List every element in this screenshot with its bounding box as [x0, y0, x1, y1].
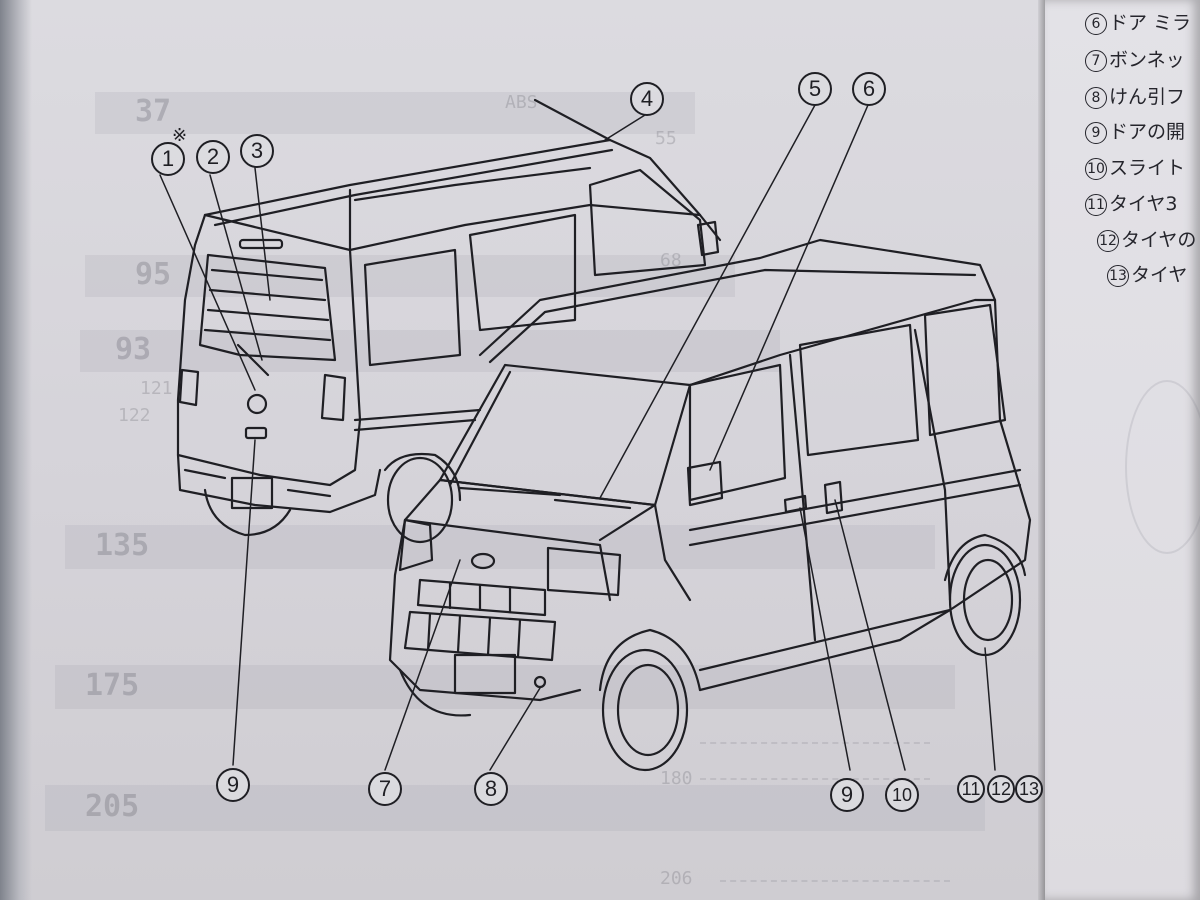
ghost-band-1-num: 37	[135, 94, 172, 129]
rear-van-drawing	[176, 98, 722, 544]
ghost-num-55: 55	[655, 128, 677, 149]
ghost-band-1: 37	[95, 92, 695, 134]
callout-10: 10	[885, 778, 919, 812]
leader-lines	[159, 104, 996, 771]
asterisk-note: ※	[172, 125, 188, 146]
callout-3: 3	[240, 134, 274, 168]
ghost-band-6: 205	[45, 785, 985, 831]
callout-8: 8	[474, 772, 508, 806]
callout-7: 7	[368, 772, 402, 806]
ghost-band-4: 135	[65, 525, 935, 569]
callout-12: 12	[987, 775, 1015, 803]
callout-4: 4	[630, 82, 664, 116]
callout-6: 6	[852, 72, 886, 106]
ghost-band-3-num: 93	[115, 332, 152, 367]
manual-page-right	[1045, 0, 1200, 900]
ghost-num-121: 121	[140, 378, 173, 399]
callout-9-rear: 9	[216, 768, 250, 802]
ghost-band-5-num: 175	[85, 668, 140, 703]
callout-5: 5	[798, 72, 832, 106]
callout-13: 13	[1015, 775, 1043, 803]
manual-page-left: 37 95 93 135 175 205 121 122 180 206 68 …	[0, 0, 1090, 900]
callout-11: 11	[957, 775, 985, 803]
ghost-leader-1	[700, 742, 930, 744]
ghost-leader-2	[700, 778, 930, 780]
callout-2: 2	[196, 140, 230, 174]
book-edge-left	[0, 0, 32, 900]
ghost-band-4-num: 135	[95, 528, 150, 563]
ghost-right-shape	[1125, 380, 1200, 554]
ghost-num-180: 180	[660, 768, 693, 789]
ghost-band-3: 93	[80, 330, 780, 372]
ghost-num-abs: ABS	[505, 92, 538, 113]
ghost-band-6-num: 205	[85, 789, 140, 824]
vehicle-illustration	[159, 98, 1032, 772]
ghost-band-2: 95	[85, 255, 735, 297]
ghost-leader-3	[720, 880, 950, 882]
ghost-num-68: 68	[660, 250, 682, 271]
callout-1: 1	[151, 142, 185, 176]
front-van-drawing	[388, 238, 1032, 772]
ghost-band-5: 175	[55, 665, 955, 709]
ghost-num-122: 122	[118, 405, 151, 426]
ghost-num-206: 206	[660, 868, 693, 889]
ghost-band-2-num: 95	[135, 257, 172, 292]
callout-9-front: 9	[830, 778, 864, 812]
